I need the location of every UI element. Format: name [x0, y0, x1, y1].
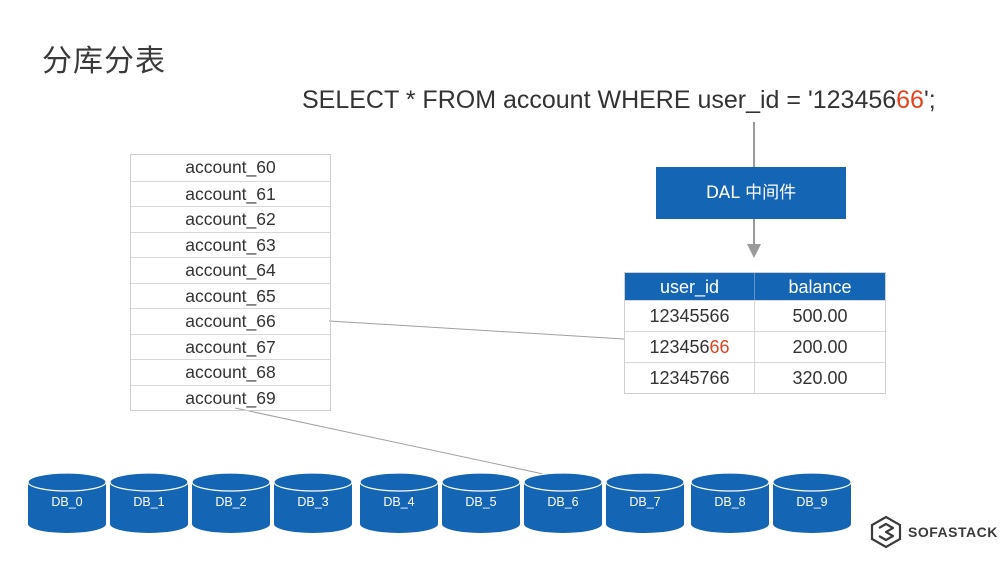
table-header: user_id balance	[625, 273, 885, 300]
account-row: account_67	[131, 333, 330, 360]
database-cylinder: DB_5	[441, 472, 521, 534]
database-label: DB_1	[133, 495, 165, 509]
sql-suffix: ';	[923, 86, 936, 114]
brand-name: SOFASTACK	[908, 524, 998, 540]
balance-cell: 200.00	[792, 337, 848, 357]
account-table-list: account_60 account_61 account_62 account…	[130, 154, 331, 411]
database-label: DB_6	[547, 495, 579, 509]
database-cylinder: DB_6	[523, 472, 603, 534]
account-row: account_69	[131, 384, 330, 411]
database-label: DB_5	[465, 495, 497, 509]
sql-statement: SELECT * FROM account WHERE user_id = '1…	[302, 86, 936, 115]
database-cylinder: DB_9	[772, 472, 852, 534]
sofastack-logo-icon	[870, 515, 902, 549]
sql-highlight: 66	[896, 86, 924, 114]
account-row: account_62	[131, 206, 330, 232]
account-row: account_65	[131, 282, 330, 309]
table-row: 12345666 200.00	[625, 331, 885, 362]
page-title: 分库分表	[42, 44, 166, 79]
link-account69-db6	[234, 407, 563, 479]
account-row: account_64	[131, 257, 330, 283]
table-row: 12345766 320.00	[625, 362, 885, 393]
user-balance-table: user_id balance 12345566 500.00 12345666…	[624, 272, 886, 394]
database-cylinder: DB_1	[109, 472, 189, 534]
account-row: account_60	[185, 157, 276, 177]
header-user-id: user_id	[625, 273, 755, 300]
database-label: DB_2	[215, 495, 247, 509]
database-cylinder: DB_0	[27, 472, 107, 534]
database-cylinder: DB_7	[605, 472, 685, 534]
database-cylinder: DB_3	[273, 472, 353, 534]
database-label: DB_8	[714, 495, 746, 509]
user-id-cell: 12345566	[625, 301, 755, 331]
link-account66-row	[328, 320, 625, 340]
account-row: account_66	[131, 308, 330, 334]
database-cylinder: DB_8	[690, 472, 770, 534]
arrow-head-icon	[747, 244, 761, 258]
database-cylinder: DB_4	[359, 472, 439, 534]
table-row: 12345566 500.00	[625, 300, 885, 331]
balance-cell: 320.00	[792, 368, 848, 388]
database-label: DB_4	[383, 495, 415, 509]
database-cylinder: DB_2	[191, 472, 271, 534]
database-label: DB_3	[297, 495, 329, 509]
user-id-cell: 12345666	[625, 332, 755, 362]
header-balance: balance	[788, 277, 852, 297]
balance-cell: 500.00	[792, 306, 848, 326]
account-row: account_63	[131, 231, 330, 258]
database-label: DB_7	[629, 495, 661, 509]
sql-prefix: SELECT * FROM account WHERE user_id = '1…	[302, 86, 897, 114]
dal-middleware-box: DAL 中间件	[656, 167, 846, 219]
database-label: DB_9	[796, 495, 828, 509]
user-id-cell: 12345766	[625, 363, 755, 393]
account-row: account_61	[131, 180, 330, 207]
account-row: account_68	[131, 359, 330, 385]
database-label: DB_0	[51, 495, 83, 509]
